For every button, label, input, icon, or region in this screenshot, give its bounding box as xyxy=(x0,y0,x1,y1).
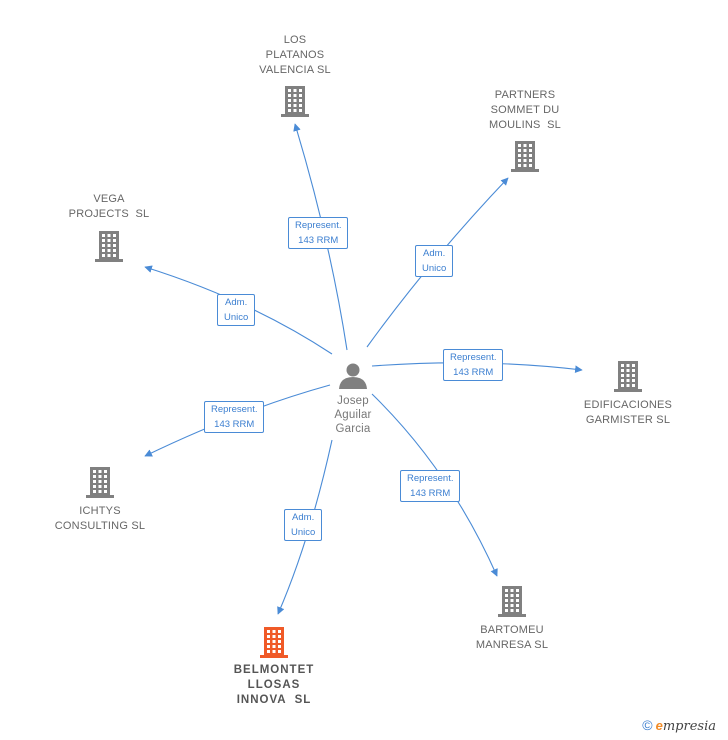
building-icon-belmontet[interactable] xyxy=(260,627,288,658)
edge-label-ichtys[interactable]: Represent. 143 RRM xyxy=(204,401,265,433)
company-name-partners-sommet[interactable]: PARTNERS SOMMET DU MOULINS SL xyxy=(489,89,561,131)
building-icon-edificaciones[interactable] xyxy=(614,361,642,392)
company-name-bartomeu[interactable]: BARTOMEU MANRESA SL xyxy=(475,624,549,651)
brand-initial: e xyxy=(655,718,663,733)
brand-name: mpresia xyxy=(662,719,716,734)
edge-label-belmontet[interactable]: Adm. Unico xyxy=(284,509,323,541)
company-name-vega-projects[interactable]: VEGA PROJECTS SL xyxy=(68,193,150,220)
company-name-ichtys[interactable]: ICHTYS CONSULTING SL xyxy=(54,505,146,532)
edge-label-edificaciones[interactable]: Represent. 143 RRM xyxy=(443,349,504,381)
company-name-edificaciones[interactable]: EDIFICACIONES GARMISTER SL xyxy=(583,399,673,426)
building-icon-partners-sommet[interactable] xyxy=(511,141,539,172)
copyright-symbol: © xyxy=(642,717,653,733)
person-name[interactable]: Josep Aguilar Garcia xyxy=(334,395,372,435)
company-name-belmontet[interactable]: BELMONTET LLOSAS INNOVA SL xyxy=(233,664,315,706)
edge-label-vega-projects[interactable]: Adm. Unico xyxy=(217,294,256,326)
building-icon-bartomeu[interactable] xyxy=(498,586,526,617)
building-icon-vega-projects[interactable] xyxy=(95,231,123,262)
brand-logo: ©empresia xyxy=(642,717,716,734)
edge-label-partners-sommet[interactable]: Adm. Unico xyxy=(415,245,454,277)
edge-label-los-platanos[interactable]: Represent. 143 RRM xyxy=(288,217,349,249)
company-name-los-platanos[interactable]: LOS PLATANOS VALENCIA SL xyxy=(259,34,331,76)
building-icon-ichtys[interactable] xyxy=(86,467,114,498)
person-icon[interactable] xyxy=(339,363,367,390)
building-icon-los-platanos[interactable] xyxy=(281,86,309,117)
edge-label-bartomeu[interactable]: Represent. 143 RRM xyxy=(400,470,461,502)
